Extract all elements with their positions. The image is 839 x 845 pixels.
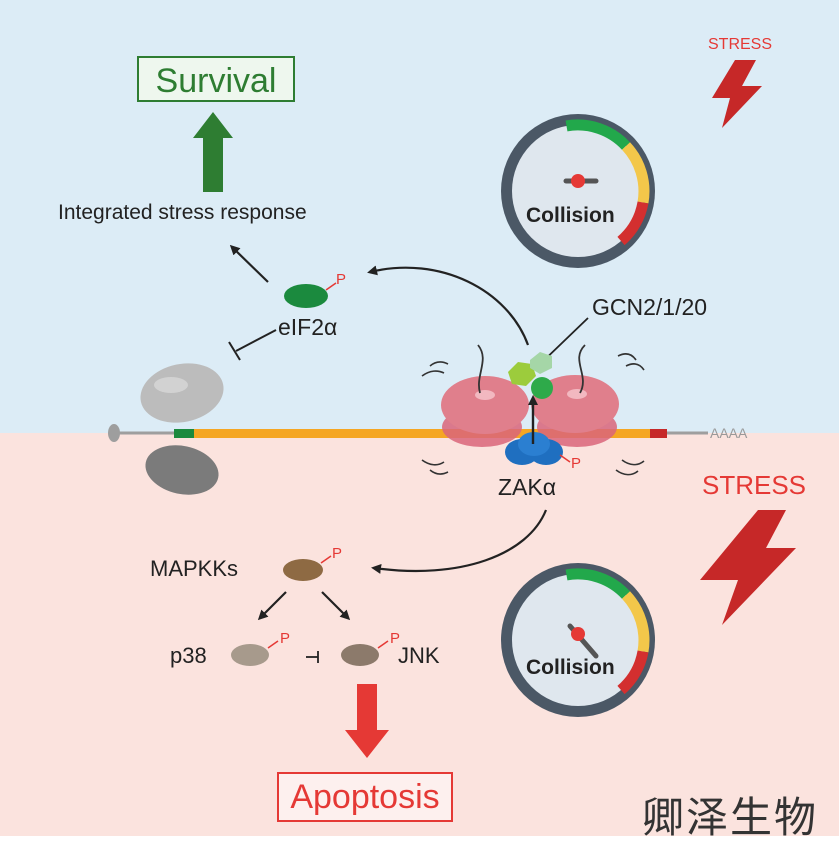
eif2a-inhibition: [228, 329, 277, 361]
jnk-protein: [341, 644, 379, 666]
gcn-complex: [508, 352, 553, 399]
p38-label: p38: [170, 643, 207, 668]
mapkk-to-jnk-arrow: [321, 591, 351, 621]
survival-arrow: [193, 112, 233, 192]
mapkk-phospho: P: [332, 545, 343, 562]
jnk-phospho: P: [390, 630, 401, 647]
stress-label-low: STRESS: [708, 36, 773, 53]
p38-phospho: P: [280, 630, 291, 647]
free-large-subunit: [140, 363, 224, 423]
collision-motion-marks: [421, 353, 645, 476]
eif2a-to-isr-arrow: [229, 244, 269, 283]
lightning-bolt-small: [712, 60, 762, 128]
apoptosis-arrow: [345, 684, 389, 758]
isr-label: Integrated stress response: [58, 201, 307, 224]
high-stress-background: [0, 433, 839, 836]
lightning-bolt-large: [700, 510, 796, 625]
survival-box: Survival: [137, 56, 295, 102]
mrna-strand: [108, 424, 708, 442]
mapkk-protein: [283, 559, 323, 581]
collision-gauge-high: [501, 563, 655, 717]
apoptosis-box: Apoptosis: [277, 772, 453, 822]
eif2a-label: eIF2α: [278, 314, 338, 340]
p38-inhibits-jnk: [306, 651, 319, 663]
gcn-label: GCN2/1/20: [592, 294, 708, 320]
jnk-label: JNK: [398, 643, 440, 668]
eif2a-protein: [284, 284, 328, 308]
polya-tail-label: AAAA: [710, 425, 748, 441]
zaka-phospho: P: [571, 455, 582, 472]
stress-label-high: STRESS: [702, 470, 807, 500]
gauge-label-low: Collision: [526, 204, 615, 227]
mapkk-to-p38-arrow: [257, 591, 287, 621]
eif2a-phospho: P: [336, 271, 347, 288]
mapkk-label: MAPKKs: [150, 556, 239, 581]
gcn-to-eif2a-arrow: [367, 265, 530, 346]
watermark: 卿泽生物: [642, 793, 819, 842]
collision-gauge-low: [501, 114, 655, 268]
free-small-subunit: [145, 445, 219, 495]
gauge-label-high: Collision: [526, 656, 615, 679]
collided-ribosomes: [441, 344, 619, 447]
zaka-label: ZAKα: [498, 474, 557, 500]
p38-protein: [231, 644, 269, 666]
zaka-to-mapkk-arrow: [371, 509, 548, 574]
